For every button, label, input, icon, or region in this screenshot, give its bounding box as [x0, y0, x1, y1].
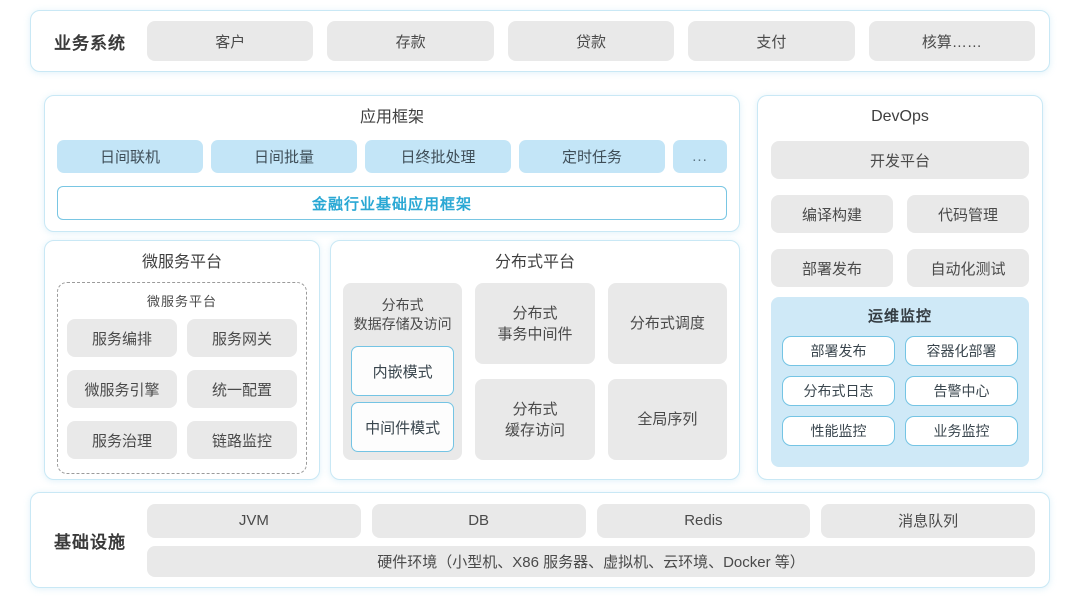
microservice-inner-box: 微服务平台 服务编排 服务网关 微服务引擎 统一配置 服务治理 链路监控 [57, 282, 307, 474]
infrastructure-content: JVM DB Redis 消息队列 硬件环境（小型机、X86 服务器、虚拟机、云… [147, 503, 1035, 577]
distributed-box-cache: 分布式 缓存访问 [475, 379, 595, 460]
distributed-storage-box: 分布式 数据存储及访问 内嵌模式 中间件模式 [343, 283, 463, 460]
devops-row-2: 部署发布 自动化测试 [771, 249, 1029, 287]
ms-box-unified-config: 统一配置 [187, 370, 297, 408]
devops-box-auto-test: 自动化测试 [907, 249, 1029, 287]
infra-box-jvm: JVM [147, 503, 361, 538]
ops-monitoring-grid: 部署发布 容器化部署 分布式日志 告警中心 性能监控 业务监控 [782, 336, 1018, 446]
business-box-accounting: 核算…… [868, 21, 1036, 61]
distributed-col-storage: 分布式 数据存储及访问 内嵌模式 中间件模式 [343, 283, 463, 460]
business-systems-label: 业务系统 [54, 33, 126, 53]
distributed-col-right: 分布式调度 全局序列 [607, 283, 727, 460]
distributed-title: 分布式平台 [494, 254, 575, 271]
framework-box-daytime-online: 日间联机 [57, 140, 203, 173]
microservice-inner-title: 微服务平台 [146, 294, 217, 309]
business-box-deposit: 存款 [327, 21, 494, 61]
ms-box-orchestration: 服务编排 [67, 319, 177, 357]
monitor-box-distributed-log: 分布式日志 [782, 376, 895, 406]
monitor-box-deploy: 部署发布 [782, 336, 895, 366]
devops-box-deploy: 部署发布 [771, 249, 893, 287]
ms-box-trace-monitor: 链路监控 [187, 421, 297, 459]
business-systems-band: 业务系统 客户 存款 贷款 支付 核算…… [30, 10, 1050, 72]
storage-mode-embedded: 内嵌模式 [351, 346, 455, 396]
business-box-loan: 贷款 [507, 21, 675, 61]
business-box-payment: 支付 [688, 21, 855, 61]
microservice-panel: 微服务平台 微服务平台 服务编排 服务网关 微服务引擎 统一配置 服务治理 链路… [44, 240, 320, 480]
devops-box-dev-platform: 开发平台 [771, 141, 1029, 179]
ms-box-gateway: 服务网关 [187, 319, 297, 357]
distributed-col-middle: 分布式 事务中间件 分布式 缓存访问 [475, 283, 595, 460]
devops-title: DevOps [871, 108, 929, 125]
framework-box-more: ... [673, 140, 727, 173]
infrastructure-label: 基础设施 [54, 532, 126, 552]
distributed-box-global-sequence: 全局序列 [607, 379, 727, 460]
finance-base-framework-bar: 金融行业基础应用框架 [57, 186, 727, 220]
app-framework-panel: 应用框架 日间联机 日间批量 日终批处理 定时任务 ... 金融行业基础应用框架 [44, 95, 740, 232]
monitor-box-alert-center: 告警中心 [905, 376, 1018, 406]
monitor-box-business: 业务监控 [905, 416, 1018, 446]
devops-box-code-mgmt: 代码管理 [907, 195, 1029, 233]
ops-monitoring-title: 运维监控 [867, 308, 932, 325]
ms-box-governance: 服务治理 [67, 421, 177, 459]
app-framework-title: 应用框架 [359, 109, 424, 126]
monitor-box-performance: 性能监控 [782, 416, 895, 446]
monitor-box-container-deploy: 容器化部署 [905, 336, 1018, 366]
distributed-box-transaction: 分布式 事务中间件 [475, 283, 595, 364]
app-framework-row: 日间联机 日间批量 日终批处理 定时任务 ... [45, 140, 739, 173]
infra-box-db: DB [371, 503, 586, 538]
microservice-grid: 服务编排 服务网关 微服务引擎 统一配置 服务治理 链路监控 [58, 310, 306, 459]
framework-box-daytime-batch: 日间批量 [211, 140, 357, 173]
ms-box-engine: 微服务引擎 [67, 370, 177, 408]
distributed-panel: 分布式平台 分布式 数据存储及访问 内嵌模式 中间件模式 分布式 事务中间件 分… [330, 240, 740, 480]
devops-panel: DevOps 开发平台 编译构建 代码管理 部署发布 自动化测试 运维监控 部署… [757, 95, 1043, 480]
framework-box-scheduled-task: 定时任务 [519, 140, 665, 173]
distributed-body: 分布式 数据存储及访问 内嵌模式 中间件模式 分布式 事务中间件 分布式 缓存访… [331, 274, 739, 472]
infra-box-mq: 消息队列 [821, 503, 1035, 538]
microservice-title: 微服务平台 [141, 254, 222, 271]
business-box-customer: 客户 [147, 21, 314, 61]
devops-box-build: 编译构建 [771, 195, 893, 233]
infrastructure-band: 基础设施 JVM DB Redis 消息队列 硬件环境（小型机、X86 服务器、… [30, 492, 1050, 588]
devops-row-1: 编译构建 代码管理 [771, 195, 1029, 233]
storage-mode-middleware: 中间件模式 [351, 402, 455, 452]
distributed-storage-title: 分布式 数据存储及访问 [353, 297, 452, 332]
framework-box-eod-batch: 日终批处理 [365, 140, 511, 173]
ops-monitoring-box: 运维监控 部署发布 容器化部署 分布式日志 告警中心 性能监控 业务监控 [771, 297, 1029, 467]
distributed-box-scheduling: 分布式调度 [607, 283, 727, 364]
hardware-environment-bar: 硬件环境（小型机、X86 服务器、虚拟机、云环境、Docker 等） [147, 545, 1035, 577]
infrastructure-row: JVM DB Redis 消息队列 [147, 503, 1035, 538]
infra-box-redis: Redis [596, 503, 811, 538]
